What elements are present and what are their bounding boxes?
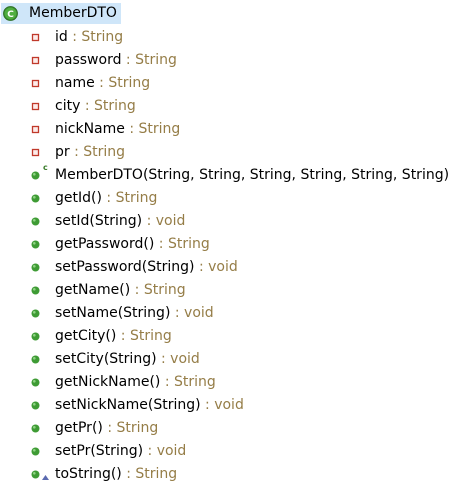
private-field-icon (31, 102, 40, 111)
tree-item-method-getname[interactable]: getName() : String (0, 279, 458, 302)
tree-item-method-setpr[interactable]: setPr(String) : void (0, 440, 458, 463)
method-return-type: : void (142, 213, 186, 229)
method-return-type: : String (130, 282, 186, 298)
tree-item-method-setnickname[interactable]: setNickName(String) : void (0, 394, 458, 417)
method-name: setCity(String) (55, 351, 157, 367)
constructor-signature: MemberDTO(String, String, String, String… (55, 167, 450, 183)
public-method-icon (31, 424, 40, 433)
tree-item-method-setid[interactable]: setId(String) : void (0, 210, 458, 233)
method-name: getName() (55, 282, 131, 298)
method-name: getPassword() (55, 236, 155, 252)
method-return-type: : void (194, 259, 238, 275)
method-return-type: : String (101, 190, 158, 206)
method-return-type: : String (102, 420, 159, 436)
tree-item-field-password[interactable]: password : String (0, 49, 458, 72)
method-return-type: : String (121, 466, 178, 482)
method-return-type: : void (156, 351, 200, 367)
method-return-type: : void (143, 443, 187, 459)
override-triangle-icon (42, 475, 49, 480)
field-name: name (55, 75, 95, 91)
tree-item-class-memberdto[interactable]: C MemberDTO (1, 3, 121, 24)
tree-item-field-id[interactable]: id : String (0, 26, 458, 49)
field-name: pr (55, 144, 70, 160)
tree-item-method-tostring[interactable]: toString() : String (0, 463, 458, 486)
tree-item-method-getpassword[interactable]: getPassword() : String (0, 233, 458, 256)
field-name: city (55, 98, 81, 114)
field-name: nickName (55, 121, 125, 137)
field-name: id (55, 29, 68, 45)
field-name: password (55, 52, 122, 68)
field-type: : String (67, 29, 124, 45)
private-field-icon (31, 79, 40, 88)
constructor-marker: c (43, 163, 48, 172)
tree-item-method-getid[interactable]: getId() : String (0, 187, 458, 210)
field-type: : String (94, 75, 151, 91)
public-method-icon (31, 355, 40, 364)
tree-item-field-pr[interactable]: pr : String (0, 141, 458, 164)
tree-item-method-setname[interactable]: setName(String) : void (0, 302, 458, 325)
tree-item-field-city[interactable]: city : String (0, 95, 458, 118)
private-field-icon (31, 56, 40, 65)
public-method-icon (31, 286, 40, 295)
public-method-icon (31, 470, 40, 479)
tree-item-field-name[interactable]: name : String (0, 72, 458, 95)
method-return-type: : void (200, 397, 244, 413)
private-field-icon (31, 33, 40, 42)
field-type: : String (80, 98, 136, 114)
public-method-icon (31, 378, 40, 387)
tree-item-field-nickname[interactable]: nickName : String (0, 118, 458, 141)
public-method-icon (31, 194, 40, 203)
tree-item-constructor[interactable]: c MemberDTO(String, String, String, Stri… (0, 164, 458, 187)
method-name: setPassword(String) (55, 259, 195, 275)
method-return-type: : String (116, 328, 172, 344)
tree-item-method-getpr[interactable]: getPr() : String (0, 417, 458, 440)
svg-text:C: C (7, 10, 14, 20)
method-name: getNickName() (55, 374, 161, 390)
private-field-icon (31, 148, 40, 157)
tree-item-method-getcity[interactable]: getCity() : String (0, 325, 458, 348)
method-return-type: : void (170, 305, 214, 321)
public-method-icon (31, 309, 40, 318)
method-name: getPr() (55, 420, 103, 436)
method-name: getCity() (55, 328, 117, 344)
public-method-icon (31, 171, 40, 180)
method-name: getId() (55, 190, 102, 206)
method-name: toString() (55, 466, 122, 482)
tree-item-method-setpassword[interactable]: setPassword(String) : void (0, 256, 458, 279)
tree-item-method-setcity[interactable]: setCity(String) : void (0, 348, 458, 371)
field-type: : String (69, 144, 126, 160)
public-method-icon (31, 447, 40, 456)
method-return-type: : String (154, 236, 210, 252)
method-name: setId(String) (55, 213, 143, 229)
method-return-type: : String (160, 374, 216, 390)
class-c-icon: C (3, 6, 18, 21)
private-field-icon (31, 125, 40, 134)
tree-item-method-getnickname[interactable]: getNickName() : String (0, 371, 458, 394)
method-name: setPr(String) (55, 443, 144, 459)
public-method-icon (31, 263, 40, 272)
public-method-icon (31, 217, 40, 226)
field-type: : String (124, 121, 181, 137)
method-name: setNickName(String) (55, 397, 201, 413)
class-name: MemberDTO (29, 5, 117, 21)
public-method-icon (31, 240, 40, 249)
field-type: : String (121, 52, 177, 68)
method-name: setName(String) (55, 305, 171, 321)
public-method-icon (31, 401, 40, 410)
public-method-icon (31, 332, 40, 341)
